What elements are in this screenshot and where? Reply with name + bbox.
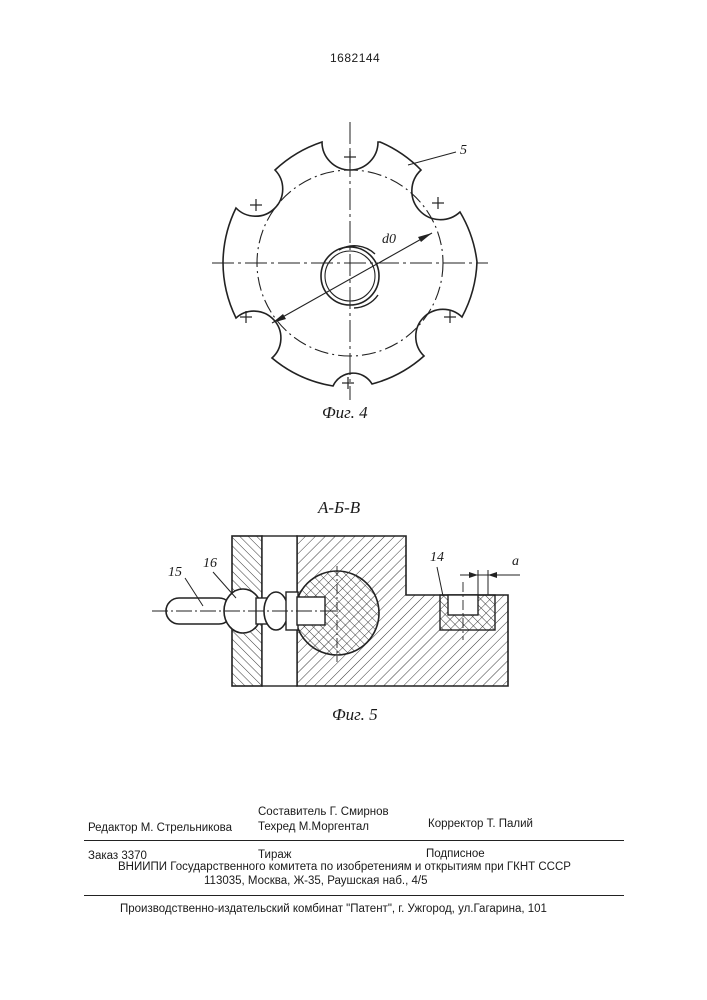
callout-part-5: 5 (460, 143, 467, 159)
editor: Редактор М. Стрельникова (88, 822, 232, 834)
section-title: А-Б-В (318, 498, 360, 518)
callout-16: 16 (203, 556, 217, 572)
callout-14: 14 (430, 550, 444, 566)
subscription: Подписное (426, 848, 485, 860)
address: 113035, Москва, Ж-35, Раушская наб., 4/5 (204, 875, 427, 887)
diameter-label: d0 (382, 232, 396, 248)
circulation: Тираж (258, 849, 291, 861)
figure-5-caption: Фиг. 5 (332, 705, 378, 725)
divider-bottom (84, 895, 624, 896)
techred: Техред М.Моргентал (258, 821, 369, 833)
compiler: Составитель Г. Смирнов (258, 806, 389, 818)
institute: ВНИИПИ Государственного комитета по изоб… (118, 861, 571, 873)
callout-a: a (512, 554, 519, 570)
divider-top (84, 840, 624, 841)
callout-15: 15 (168, 565, 182, 581)
figure-4-caption: Фиг. 4 (322, 403, 368, 423)
publisher: Производственно-издательский комбинат "П… (120, 903, 547, 915)
corrector: Корректор Т. Палий (428, 818, 533, 830)
